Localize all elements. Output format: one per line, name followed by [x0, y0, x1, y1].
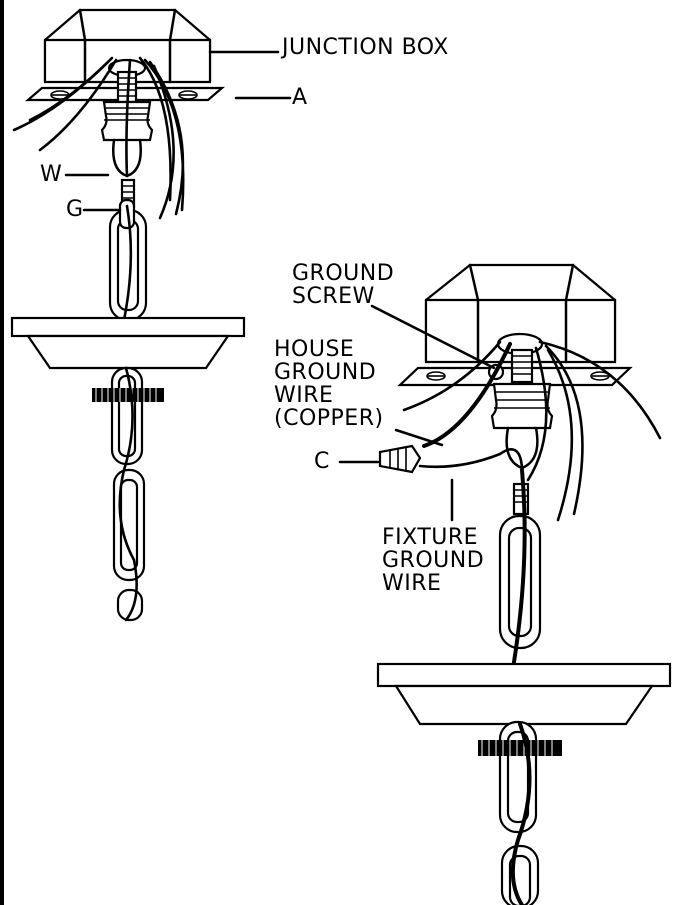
left-assembly [10, 8, 246, 622]
right-assembly [376, 263, 672, 905]
house-ground-wire-line-1: HOUSE [274, 337, 355, 362]
c-label: C [314, 449, 330, 474]
left-lower-chain [92, 366, 164, 622]
left-chain [108, 198, 148, 322]
house-ground-wire-label: HOUSE GROUND WIRE (COPPER) [274, 338, 384, 430]
ground-screw-line-1: GROUND [292, 261, 395, 286]
fixture-ground-wire-line-2: GROUND [382, 548, 485, 573]
right-canopy [376, 662, 672, 726]
right-junction-box [424, 263, 617, 364]
left-canopy [10, 316, 246, 370]
a-label: A [292, 85, 308, 110]
ground-screw-leader [370, 304, 496, 370]
ground-screw-label: GROUND SCREW [292, 262, 394, 308]
left-wires [12, 56, 185, 220]
right-chain [498, 468, 542, 664]
house-ground-wire-leader [394, 428, 444, 447]
w-label: W [40, 162, 63, 187]
house-ground-wire-line-3: WIRE [274, 383, 334, 408]
fixture-ground-wire-line-1: FIXTURE [382, 525, 479, 550]
fixture-ground-wire-line-3: WIRE [382, 571, 442, 596]
right-wires [402, 340, 662, 522]
left-border [0, 0, 4, 905]
right-loop-hardware [490, 348, 554, 470]
junction-box-label: JUNCTION BOX [282, 35, 449, 60]
ground-screw-line-2: SCREW [292, 284, 375, 309]
right-lower-chain [478, 720, 562, 905]
g-label: G [66, 197, 84, 222]
fixture-ground-wire-label: FIXTURE GROUND WIRE [382, 526, 484, 595]
right-wire-nut [378, 444, 422, 474]
house-ground-wire-line-4: (COPPER) [274, 406, 384, 431]
house-ground-wire-line-2: GROUND [274, 360, 377, 385]
